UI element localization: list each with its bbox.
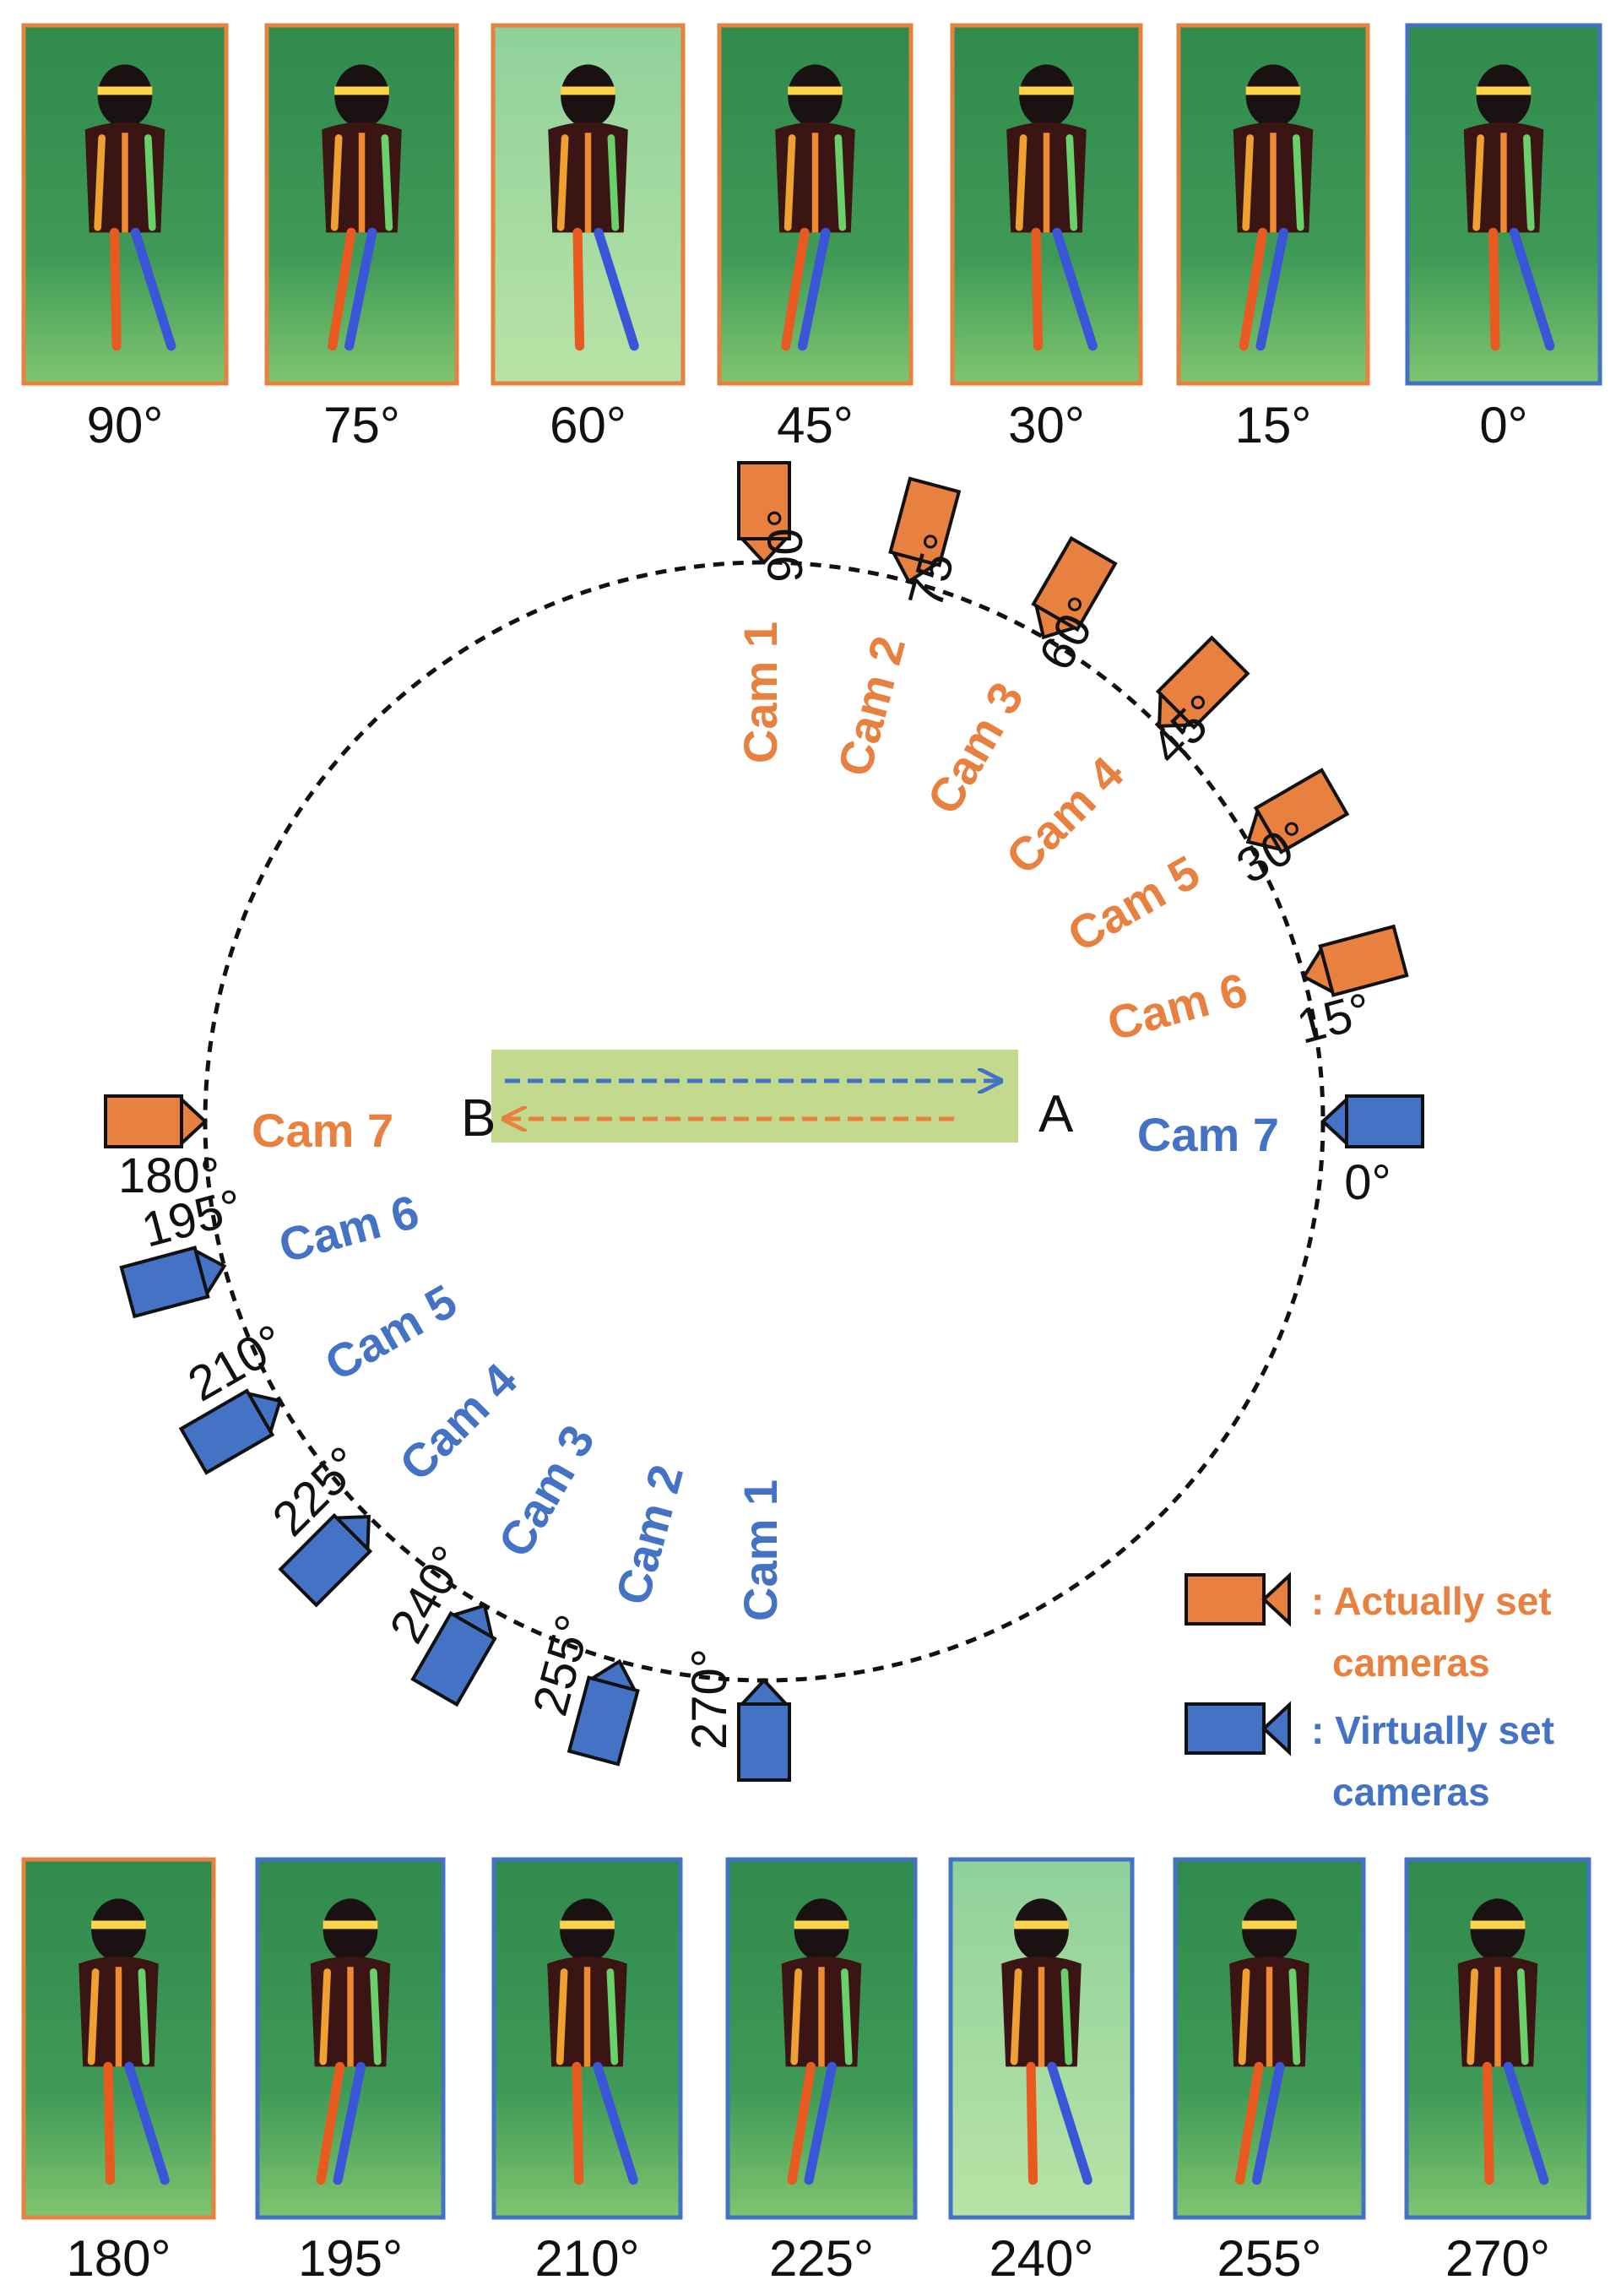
- camera-label: Cam 4: [995, 746, 1133, 884]
- camera-view-panel: [21, 1857, 216, 2220]
- camera-label: Cam 5: [1059, 845, 1208, 963]
- legend-actual-line1: : Actually set: [1311, 1579, 1552, 1623]
- camera-label: Cam 6: [1102, 963, 1253, 1050]
- walking-person-icon: [310, 1898, 391, 2185]
- walking-person-icon: [1006, 64, 1098, 351]
- panel-angle-label: 270°: [1445, 2230, 1550, 2287]
- camera-view-panel: [1405, 23, 1602, 386]
- panel-angle-label: 195°: [298, 2230, 403, 2287]
- panel-angle-label: 210°: [534, 2230, 639, 2287]
- camera-angle-label: 90°: [758, 508, 813, 583]
- legend-virtual-line2: cameras: [1332, 1770, 1490, 1814]
- walking-track: [491, 1050, 1018, 1143]
- walking-person-icon: [775, 64, 855, 351]
- panel-angle-label: 75°: [323, 397, 400, 453]
- camera-icon: [888, 476, 962, 584]
- camera-label: Cam 1: [734, 1479, 787, 1621]
- walking-person-icon: [548, 64, 639, 351]
- panel-angle-label: 225°: [769, 2230, 874, 2287]
- camera-icon: [1245, 768, 1350, 855]
- camera-view-panel: [491, 1857, 683, 2220]
- panel-angle-label: 15°: [1235, 397, 1312, 453]
- legend-actual-camera-icon: [1185, 1571, 1291, 1627]
- panel-angle-label: 60°: [550, 397, 626, 453]
- walking-person-icon: [547, 1898, 638, 2185]
- camera-label: Cam 2: [605, 1459, 693, 1610]
- walking-person-icon: [1463, 64, 1555, 351]
- walking-person-icon: [1457, 1898, 1549, 2185]
- panel-angle-label: 255°: [1217, 2230, 1321, 2287]
- camera-label: Cam 1: [734, 621, 787, 763]
- point-a-label: A: [1038, 1085, 1074, 1143]
- camera-icon: [1320, 1094, 1424, 1148]
- panel-angle-label: 45°: [777, 397, 854, 453]
- camera-view-panel: [264, 23, 459, 386]
- walking-person-icon: [79, 1898, 170, 2185]
- walking-person-icon: [1229, 1898, 1309, 2185]
- camera-view-panel: [950, 23, 1143, 386]
- legend: : Actually set cameras : Virtually set c…: [1185, 1571, 1554, 1814]
- camera-view-panel: [725, 1857, 918, 2220]
- camera-view-panel: [1173, 1857, 1366, 2220]
- walking-person-icon: [84, 64, 176, 351]
- panel-angle-label: 0°: [1479, 397, 1527, 453]
- camera-view-panel: [948, 1857, 1135, 2220]
- camera-label: Cam 7: [1137, 1108, 1279, 1161]
- panel-angle-label: 180°: [66, 2230, 171, 2287]
- camera-icon: [410, 1603, 497, 1707]
- camera-icon: [278, 1512, 373, 1608]
- walking-person-icon: [322, 64, 402, 351]
- camera-label: Cam 4: [389, 1353, 527, 1490]
- camera-angle-label: 270°: [682, 1648, 737, 1750]
- legend-virtual-camera-icon: [1185, 1701, 1291, 1756]
- camera-icon: [1031, 535, 1118, 640]
- point-b-label: B: [461, 1089, 496, 1148]
- camera-icon: [737, 461, 791, 565]
- bottom-photo-row: 180° 195° 210° 225° 240° 255° 270°: [21, 1857, 1591, 2287]
- camera-label: Cam 6: [274, 1185, 425, 1273]
- top-photo-row: 90° 75° 60° 45° 30° 15° 0°: [21, 23, 1602, 453]
- camera-angle-label: 180°: [118, 1148, 220, 1203]
- camera-icon: [1301, 924, 1409, 997]
- camera-label: Cam 2: [827, 631, 915, 782]
- panel-angle-label: 240°: [989, 2230, 1093, 2287]
- camera-label: Cam 7: [252, 1104, 393, 1157]
- walking-person-icon: [1233, 64, 1314, 351]
- camera-icon: [104, 1094, 208, 1148]
- camera-view-panel: [1176, 23, 1370, 386]
- panel-angle-label: 90°: [87, 397, 164, 453]
- walking-person-icon: [1001, 1898, 1092, 2185]
- camera-view-panel: [21, 23, 229, 386]
- camera-icon: [567, 1658, 640, 1767]
- camera-label: Cam 3: [917, 673, 1034, 822]
- camera-angle-label: 15°: [1292, 982, 1378, 1054]
- walking-person-icon: [781, 1898, 862, 2185]
- camera-view-panel: [491, 23, 686, 386]
- camera-icon: [119, 1246, 227, 1319]
- camera-view-panel: [255, 1857, 446, 2220]
- camera-markers: [104, 461, 1424, 1782]
- camera-angle-label: 0°: [1344, 1155, 1391, 1210]
- legend-virtual-line1: : Virtually set: [1311, 1708, 1554, 1752]
- camera-view-panel: [717, 23, 914, 386]
- camera-icon: [1155, 635, 1250, 730]
- camera-label: Cam 5: [316, 1274, 465, 1392]
- legend-actual-line2: cameras: [1332, 1641, 1490, 1685]
- camera-icon: [737, 1678, 791, 1782]
- camera-label: Cam 3: [488, 1416, 605, 1566]
- camera-icon: [178, 1388, 283, 1475]
- camera-view-panel: [1404, 1857, 1591, 2220]
- panel-angle-label: 30°: [1008, 397, 1085, 453]
